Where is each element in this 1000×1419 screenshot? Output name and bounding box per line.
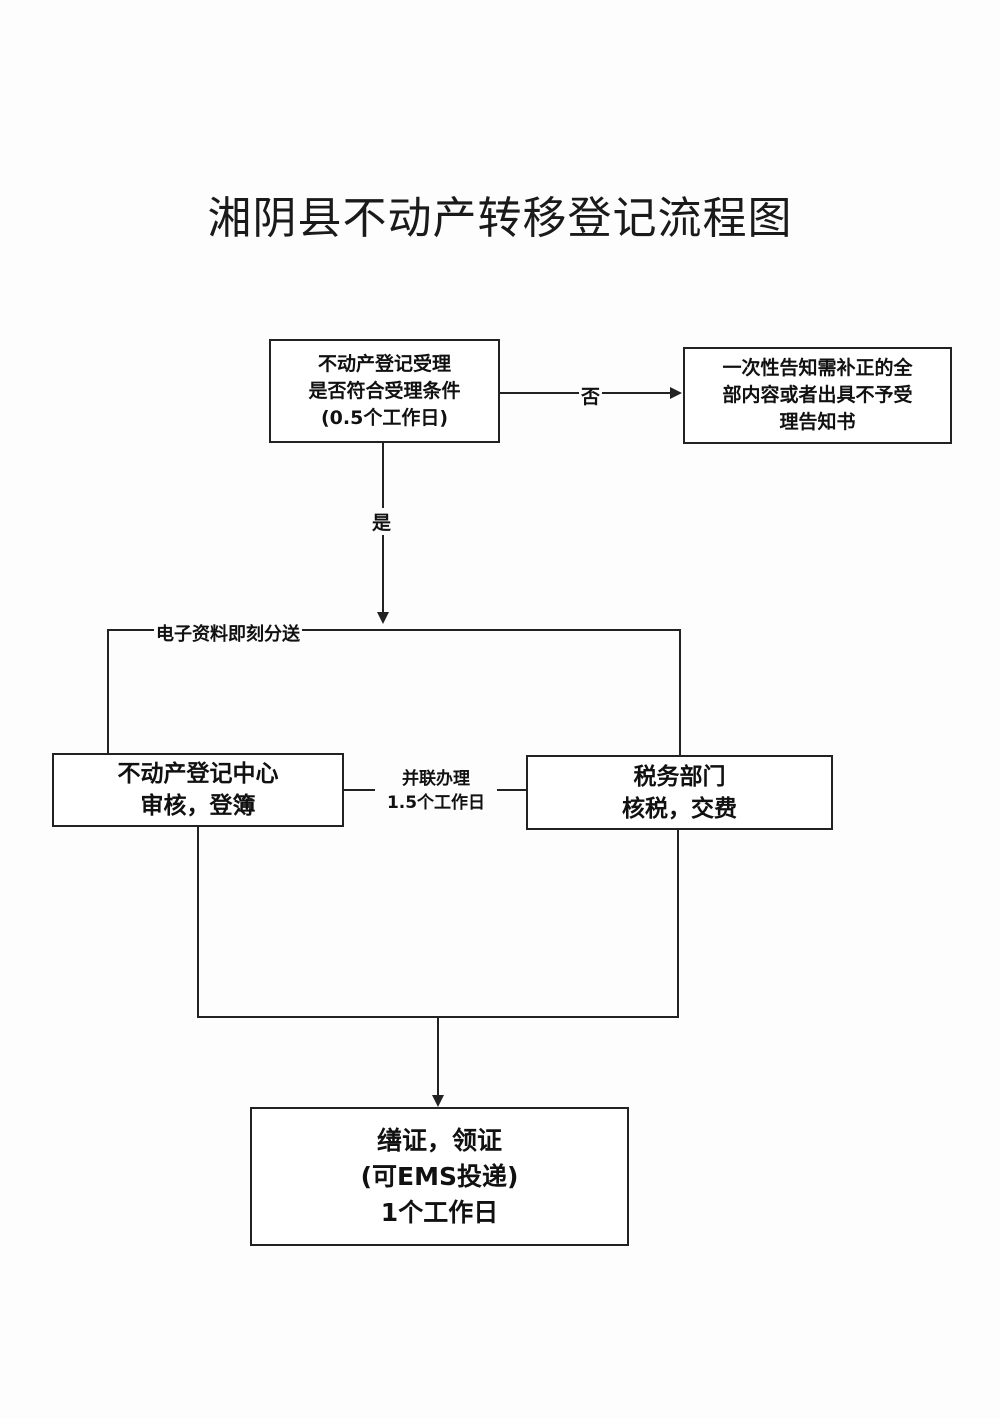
node-accept-line: 不动产登记受理 — [317, 352, 451, 375]
node-tax-line: 税务部门 — [633, 763, 726, 790]
node-reject: 一次性告知需补正的全 部内容或者出具不予受 理告知书 — [683, 347, 952, 444]
node-accept-line: 是否符合受理条件 — [308, 379, 461, 402]
edge-parallel-label: 并联办理 1.5个工作日 — [376, 767, 496, 815]
node-reject-line: 理告知书 — [779, 411, 856, 433]
edge-parallel-label-line: 并联办理 — [402, 769, 470, 789]
node-reject-line: 部内容或者出具不予受 — [722, 384, 913, 406]
node-issue: 缮证，领证 (可EMS投递) 1个工作日 — [250, 1107, 629, 1246]
node-tax-line: 核税，交费 — [622, 795, 737, 822]
node-tax: 税务部门 核税，交费 — [526, 755, 833, 830]
node-issue-line: 缮证，领证 — [376, 1125, 502, 1155]
node-registry-line: 不动产登记中心 — [117, 761, 279, 787]
node-accept: 不动产登记受理 是否符合受理条件 (0.5个工作日) — [269, 339, 500, 443]
edge-merge — [197, 827, 679, 1018]
node-accept-line: (0.5个工作日) — [320, 406, 449, 429]
edge-parallel-label-line: 1.5个工作日 — [386, 793, 486, 813]
edge-no-label: 否 — [579, 382, 603, 409]
node-registry-line: 审核，登簿 — [140, 793, 256, 819]
page-title: 湘阴县不动产转移登记流程图 — [207, 193, 793, 244]
node-issue-line: (可EMS投递) — [360, 1161, 519, 1191]
edge-distribute — [107, 629, 681, 757]
edge-yes-label: 是 — [372, 508, 392, 535]
node-registry: 不动产登记中心 审核，登簿 — [52, 753, 344, 827]
node-reject-line: 一次性告知需补正的全 — [722, 357, 913, 379]
edge-distribute-label: 电子资料即刻分送 — [154, 620, 302, 646]
node-issue-line: 1个工作日 — [380, 1197, 499, 1227]
